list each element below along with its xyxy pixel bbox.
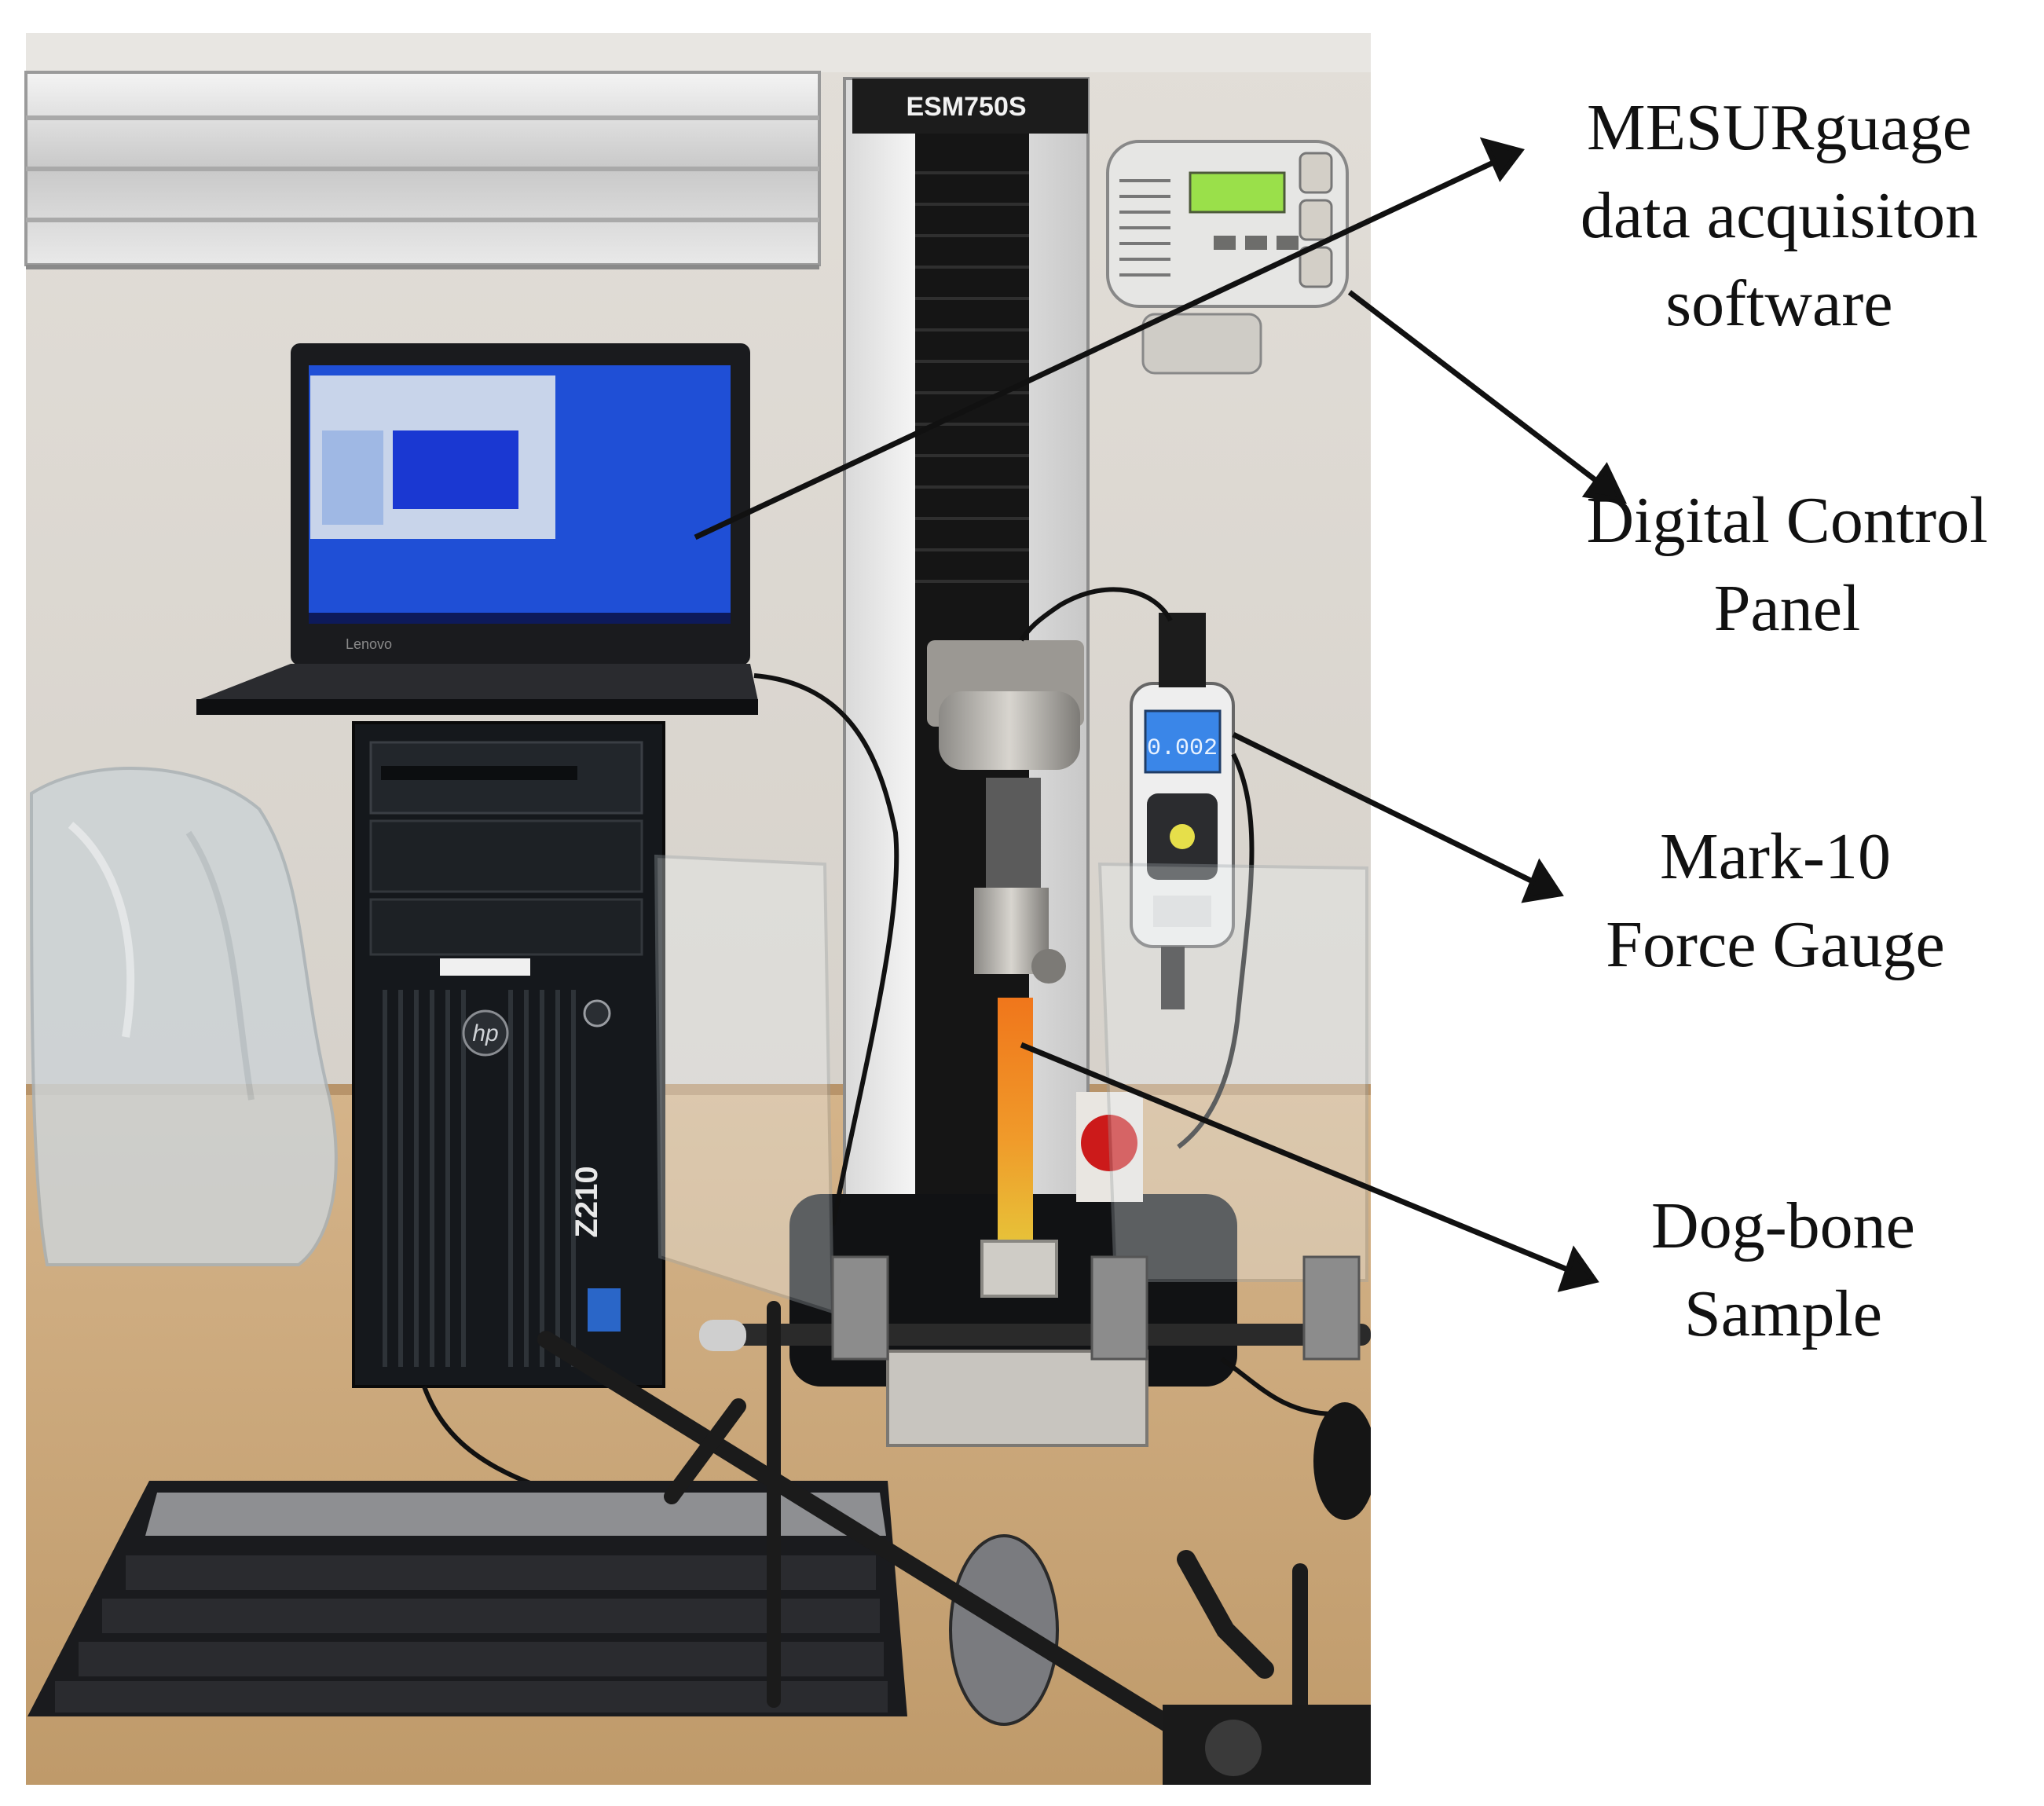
- arrow-mesurgauge: [694, 137, 1525, 540]
- annotation-arrows: [694, 137, 1628, 1292]
- callout-dog-bone: Dog-bone Sample: [1651, 1189, 1915, 1350]
- ceiling-light: [24, 71, 821, 269]
- fixture-bar: [699, 1255, 1371, 1361]
- plastic-bag: [29, 767, 338, 1266]
- dog-bone-sample: [998, 998, 1033, 1253]
- acrylic-shield: [654, 854, 1368, 1314]
- pc-brand-logo: hp: [472, 1020, 498, 1046]
- digital-control-panel: [1106, 140, 1349, 375]
- clamp-base: [1163, 1705, 1371, 1785]
- keyboard: [27, 1481, 907, 1716]
- pc-model-label: Z210: [570, 1166, 604, 1237]
- gauge-reading: 0.002: [1147, 735, 1218, 762]
- callout-mesurgauge: MESURguage data acquisiton software: [1580, 91, 1979, 340]
- clamp-stand: [537, 1301, 1308, 1779]
- arrow-control-panel: [1347, 290, 1628, 504]
- tester-model-label: ESM750S: [906, 92, 1026, 122]
- cables: [422, 587, 1336, 1487]
- arrow-force-gauge: [1232, 731, 1564, 903]
- laptop-brand: Lenovo: [346, 636, 392, 652]
- mark10-force-gauge: 0.002: [1130, 613, 1235, 1009]
- callout-control-panel: Digital Control Panel: [1586, 484, 1988, 645]
- callout-force-gauge: Mark-10 Force Gauge: [1606, 820, 1945, 981]
- pc-tower: hp Z210: [352, 721, 665, 1388]
- emergency-stop: [1081, 1115, 1137, 1171]
- arrow-dog-bone: [1020, 1042, 1599, 1292]
- laptop: Lenovo: [196, 343, 758, 715]
